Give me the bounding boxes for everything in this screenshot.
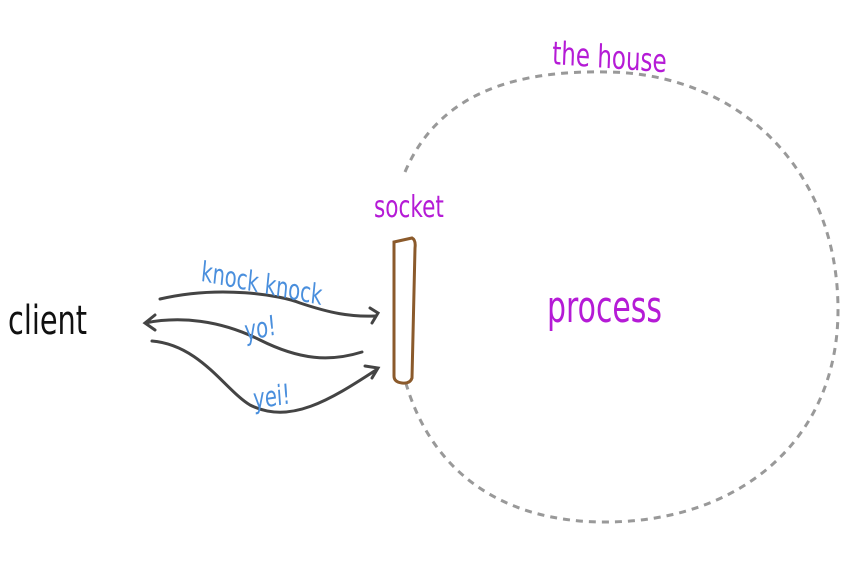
yo-arrow <box>142 313 364 360</box>
house-boundary <box>403 70 840 524</box>
client-label: client <box>8 298 88 344</box>
yo-message: yo! <box>243 308 278 348</box>
socket-shape <box>392 236 417 385</box>
yei-arrow <box>150 339 381 414</box>
socket-label: socket <box>374 190 444 225</box>
yei-message: yei! <box>252 377 292 416</box>
process-label: process <box>547 282 662 333</box>
knock-arrow <box>158 290 381 325</box>
